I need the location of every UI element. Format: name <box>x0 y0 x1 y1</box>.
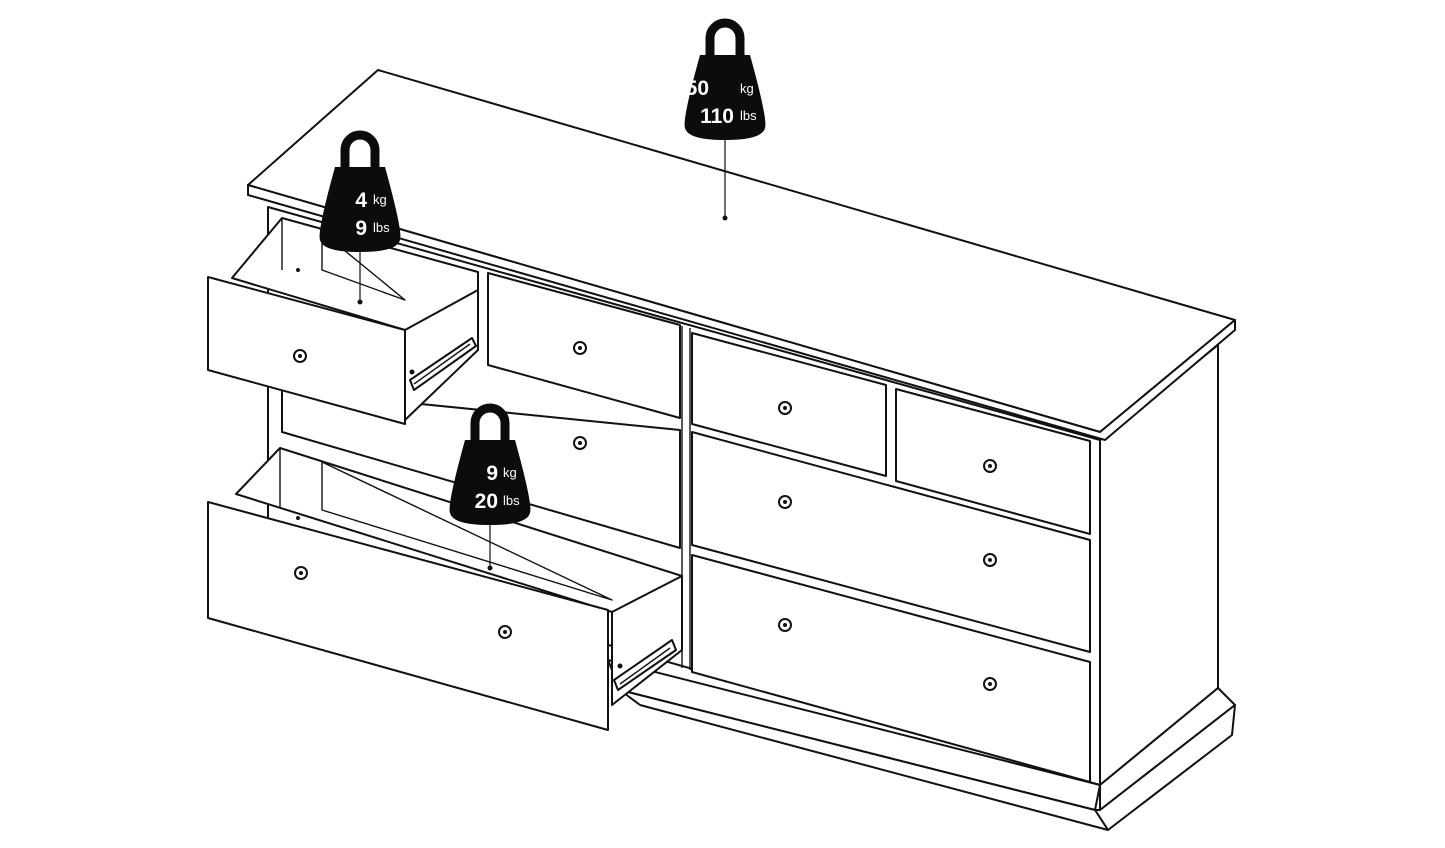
weight-marker-small-drawer: 4 kg 9 lbs <box>319 130 401 305</box>
drawer-open-large-front <box>207 501 609 731</box>
drawer-open-small-front <box>207 276 406 425</box>
weight-large-lbs-value: 20 <box>475 490 498 513</box>
weight-marker-top: 50 kg 110 lbs <box>684 18 766 221</box>
weight-top-lbs-unit: lbs <box>740 108 757 123</box>
weight-small-lbs-unit: lbs <box>373 220 390 235</box>
weight-small-kg-value: 4 <box>355 189 367 212</box>
weight-small-lbs-value: 9 <box>355 217 367 240</box>
drawer-open-large <box>207 447 683 731</box>
weight-top-kg-unit: kg <box>740 81 754 96</box>
weight-large-kg-unit: kg <box>503 465 517 480</box>
dresser-top-edge <box>247 184 1236 441</box>
weight-icon <box>319 167 401 252</box>
weight-small-kg-unit: kg <box>373 192 387 207</box>
weight-top-lbs-value: 110 <box>700 105 734 128</box>
weight-marker-large-drawer: 9 kg 20 lbs <box>449 403 531 571</box>
weight-icon <box>449 440 531 525</box>
weight-icon <box>684 55 766 140</box>
drawer-right-wide-1 <box>691 431 1091 653</box>
drawer-right-wide-2 <box>691 554 1091 783</box>
weight-large-lbs-unit: lbs <box>503 493 520 508</box>
weight-top-kg-value: 50 <box>686 77 709 100</box>
weight-large-kg-value: 9 <box>486 462 498 485</box>
drawer-open-small <box>207 217 479 425</box>
